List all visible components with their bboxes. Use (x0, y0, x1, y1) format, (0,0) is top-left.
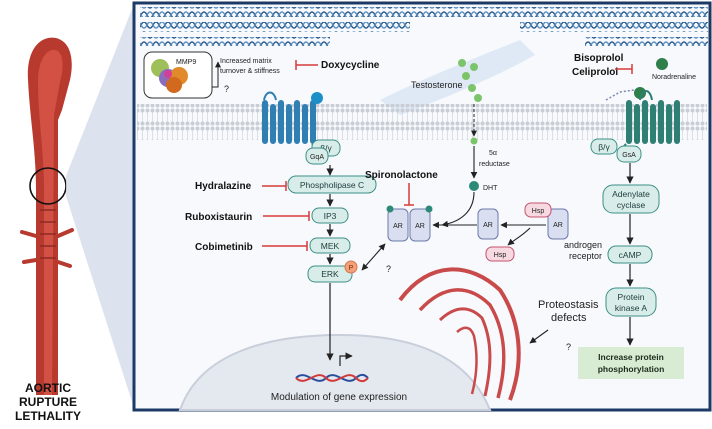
ip3-label: IP3 (324, 211, 337, 221)
matrix-text-1: Increased matrix (220, 58, 272, 65)
mek-label: MEK (321, 241, 340, 251)
phosphorylation-box (578, 347, 684, 379)
doxycycline-label: Doxycycline (321, 60, 380, 71)
extracellular-matrix (140, 7, 708, 115)
gq-alpha-label: GqA (310, 154, 324, 161)
ar-ligand-right (425, 205, 433, 213)
gs-alpha-label: GsA (622, 152, 636, 159)
ar-ligand-left (386, 205, 394, 213)
arrow-hsp-release (507, 227, 531, 246)
aorta-illustration (20, 37, 74, 396)
erk-box (307, 265, 353, 283)
caption-line-1: AORTIC (25, 381, 71, 395)
hsp-released-label: Hsp (494, 252, 507, 259)
hsp-bound (524, 202, 552, 218)
five-alpha-label: 5α (489, 150, 497, 157)
beta-gamma-left-label: β/γ (320, 143, 332, 153)
proteostasis-arrow (529, 329, 549, 344)
noradrenaline-molecule-free (656, 58, 668, 70)
hsp-bound-label: Hsp (532, 208, 545, 215)
adenylate-cyclase-box (602, 184, 660, 214)
betablocker-molecule (605, 89, 635, 101)
zoom-wedge (66, 4, 134, 408)
phospho-label: P (349, 265, 354, 272)
camp-label: cAMP (619, 250, 642, 260)
phospholipase-box (287, 175, 377, 194)
proteostasis-question: ? (566, 342, 571, 352)
bisoprolol-label: Bisoprolol (574, 53, 624, 64)
mmp9-complex (143, 51, 213, 99)
mmp9-question: ? (224, 84, 229, 94)
increase-label-2: phosphorylation (598, 364, 665, 374)
phospholipase-label: Phospholipase C (300, 180, 364, 190)
arrow-dht-ar (441, 191, 475, 228)
gs-alpha-subunit (616, 145, 642, 163)
ruboxistaurin-label: Ruboxistaurin (185, 212, 252, 223)
nucleus (178, 333, 492, 411)
matrix-text-2: turnover & stiffness (220, 68, 280, 75)
modulation-label: Modulation of gene expression (271, 392, 407, 403)
erk-ar-crosstalk-arrow (361, 243, 386, 271)
dht-label: DHT (483, 185, 498, 192)
mek-box (309, 237, 351, 254)
ar-right (409, 208, 431, 242)
adenylate-label-2: cyclase (617, 200, 646, 210)
mmp9-arrow (212, 61, 221, 88)
ar-right-label: AR (415, 223, 425, 230)
adenylate-label-1: Adenylate (612, 189, 650, 199)
ar-left (387, 208, 409, 242)
endoplasmic-reticulum (398, 267, 521, 401)
testosterone-molecules (458, 59, 482, 102)
cell-membrane (137, 104, 707, 140)
increase-label-1: Increase protein (598, 352, 664, 362)
androgen-label-2: receptor (569, 251, 602, 261)
testosterone-label: Testosterone (411, 80, 463, 90)
mmp9-label: MMP9 (176, 59, 196, 66)
pka-box (605, 287, 657, 317)
testosterone-intracellular (470, 137, 478, 145)
erk-label: ERK (321, 269, 339, 279)
reductase-label: reductase (479, 161, 510, 168)
dna-helix (295, 352, 369, 383)
pka-label-2: kinase A (615, 303, 647, 313)
phospho-badge (344, 260, 358, 274)
ip3-box (311, 207, 349, 224)
proteostasis-label-1: Proteostasis (538, 299, 599, 311)
proteostasis-label-2: defects (551, 312, 587, 324)
spironolactone-label: Spironolactone (365, 170, 438, 181)
ar-unbound-label: AR (483, 222, 493, 229)
ligand-dot (311, 92, 323, 104)
dht-molecule (469, 181, 479, 191)
noradrenaline-label: Noradrenaline (652, 74, 696, 81)
celiprolol-label: Celiprolol (572, 67, 618, 78)
caption-line-3: LETHALITY (15, 409, 81, 423)
beta-gamma-right-label: β/γ (598, 142, 610, 152)
noradrenaline-molecule (634, 87, 646, 99)
androgen-label-1: androgen (564, 240, 602, 250)
ar-left-label: AR (393, 223, 403, 230)
ar-unbound (477, 208, 499, 240)
pka-label-1: Protein (618, 292, 645, 302)
hydralazine-label: Hydralazine (195, 181, 252, 192)
ar-hsp-bound (547, 208, 569, 240)
cobimetinib-label: Cobimetinib (195, 242, 253, 253)
camp-box (607, 245, 653, 264)
caption-line-2: RUPTURE (19, 395, 77, 409)
beta-gamma-right (590, 138, 618, 155)
hsp-released (485, 246, 515, 262)
erk-ar-question: ? (386, 264, 391, 274)
ar-hsp-bound-label: AR (553, 222, 563, 229)
gq-alpha-subunit (305, 147, 329, 165)
gq-receptor (262, 91, 323, 159)
